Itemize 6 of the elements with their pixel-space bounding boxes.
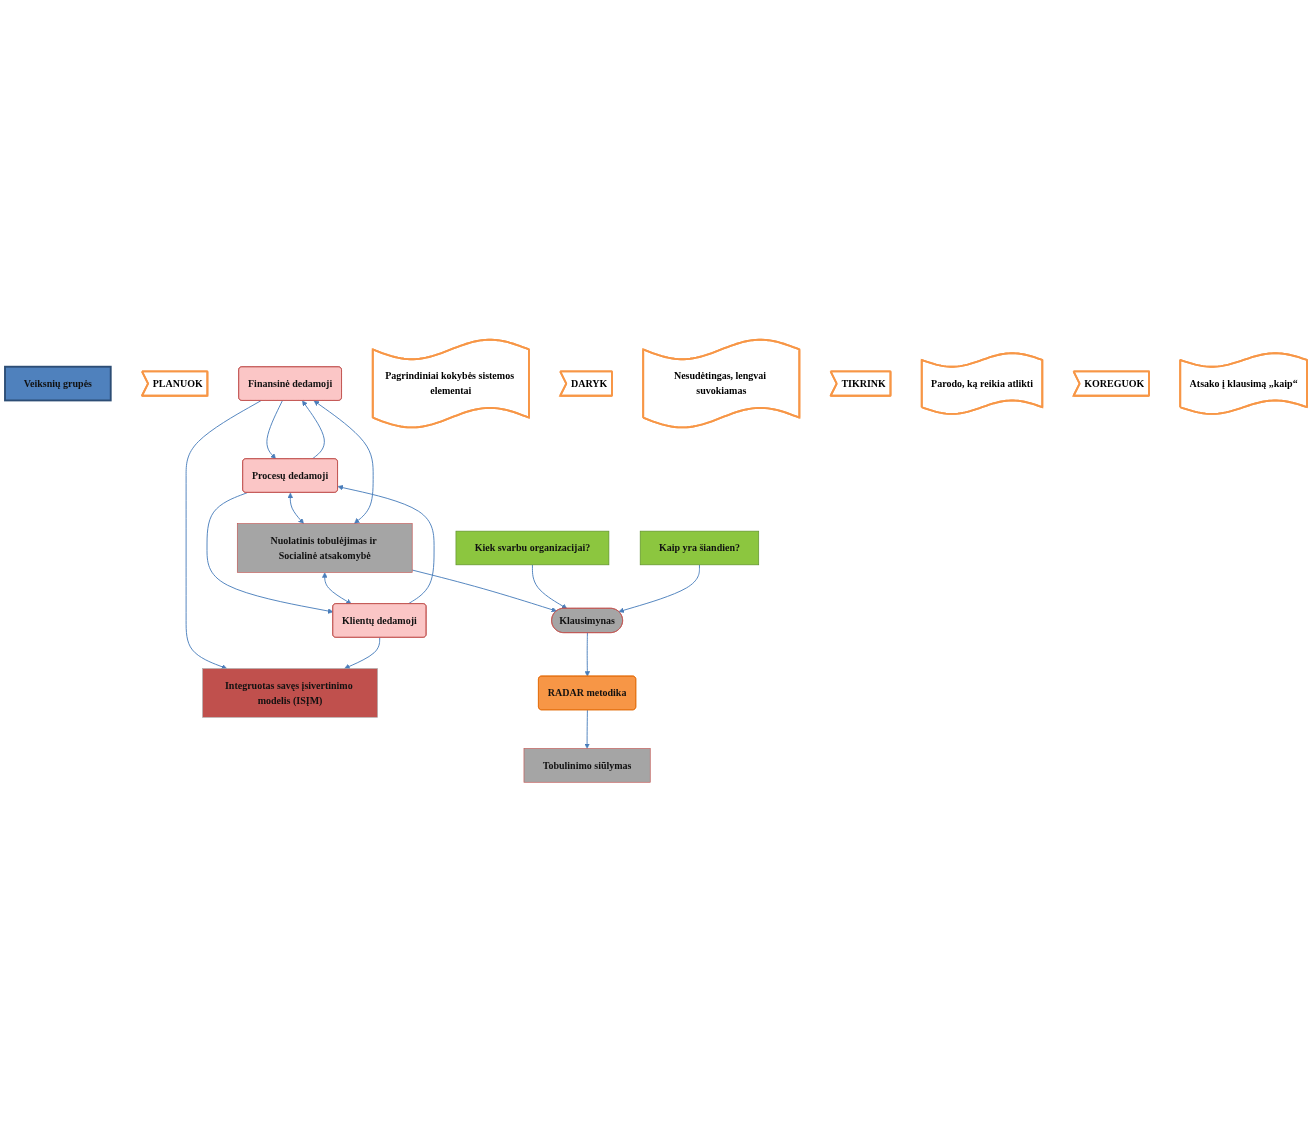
- node-box: Kaip yra šiandien?: [639, 530, 760, 566]
- node-box: Nuolatinis tobulėjimas ir Socialinė atsakomybė: [236, 523, 413, 573]
- node-box: Veiksnių grupės: [4, 365, 112, 402]
- node-box: Kiek svarbu organizacijai?: [455, 530, 610, 566]
- node-box: Tobulinimo siūlymas: [523, 748, 651, 783]
- node-box: Integruotas savęs įsivertinimo modelis (ISĮM): [202, 668, 378, 718]
